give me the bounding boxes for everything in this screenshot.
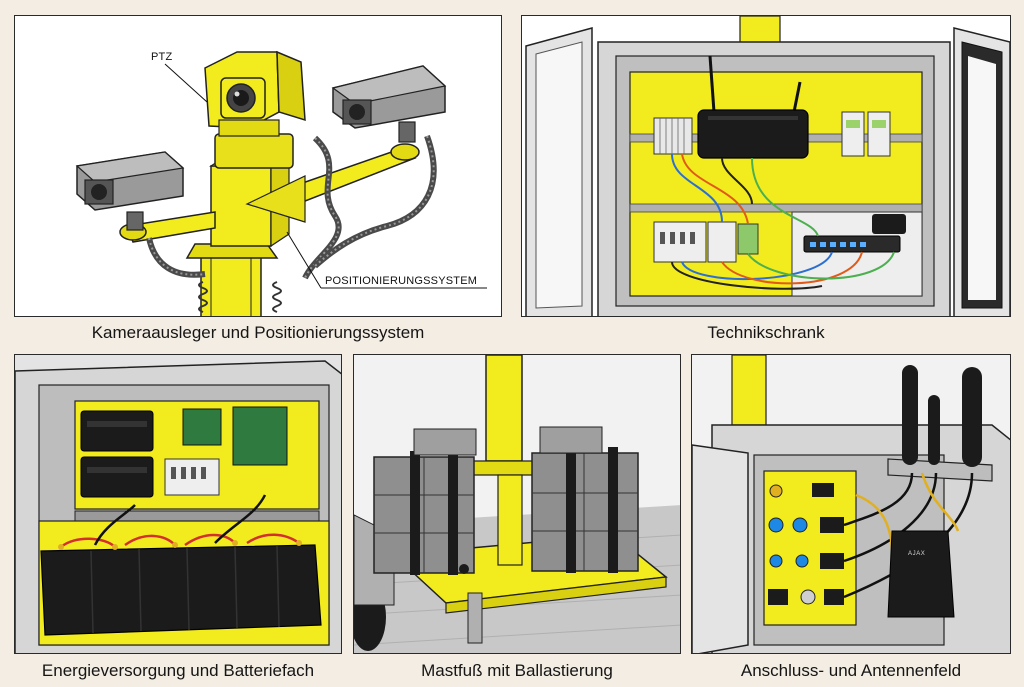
connection-antenna-illustration: AJAX	[692, 355, 1010, 653]
panel-connection-antenna: AJAX	[691, 354, 1011, 654]
antenna-icon	[902, 365, 982, 467]
panel-camera-boom: PTZ POSITIONIERUNGSSYSTEM	[14, 15, 502, 317]
callout-ptz: PTZ	[151, 51, 172, 63]
battery-icon	[40, 544, 322, 636]
panel-technical-cabinet	[521, 15, 1011, 317]
ptz-camera-icon	[204, 50, 306, 169]
callout-positioning-system: POSITIONIERUNGSSYSTEM	[325, 275, 477, 287]
caption-connection-antenna: Anschluss- und Antennenfeld	[740, 661, 962, 680]
ballast-block-icon	[373, 451, 475, 575]
device-logo: AJAX	[908, 551, 925, 557]
technical-cabinet-illustration	[525, 16, 1010, 316]
bullet-camera-left-icon	[75, 151, 185, 231]
network-switch-icon	[803, 235, 901, 253]
panel-power-battery	[14, 354, 342, 654]
bullet-camera-right-icon	[331, 65, 447, 143]
panel-mast-base	[353, 354, 681, 654]
spring-right-icon	[272, 281, 282, 313]
caption-technical-cabinet: Technikschrank	[707, 323, 825, 342]
caption-mast-base: Mastfuß mit Ballastierung	[421, 661, 613, 680]
mast-base-illustration	[354, 355, 680, 653]
spring-left-icon	[198, 281, 208, 313]
camera-boom-illustration: PTZ POSITIONIERUNGSSYSTEM	[75, 50, 487, 316]
power-battery-illustration	[15, 355, 341, 653]
router-icon	[697, 55, 809, 159]
caption-camera-boom: Kameraausleger und Positionierungssystem	[91, 323, 425, 342]
caption-power-battery: Energieversorgung und Batteriefach	[41, 661, 315, 680]
